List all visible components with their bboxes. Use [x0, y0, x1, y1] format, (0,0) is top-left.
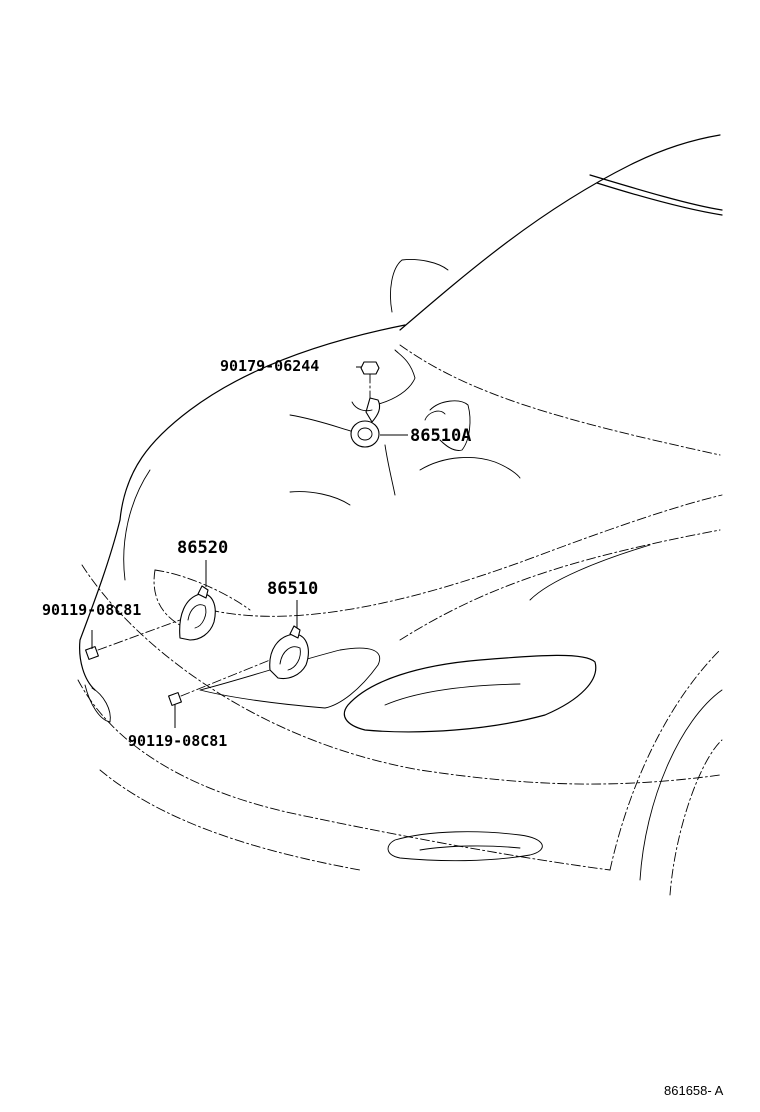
- callout-90119-08c81-left: 90119-08C81: [42, 601, 141, 619]
- callout-86510: 86510: [267, 579, 318, 599]
- illustration-reference: 861658- A: [664, 1083, 724, 1098]
- callout-86520: 86520: [177, 538, 228, 558]
- nut-90179-06244: [360, 361, 380, 399]
- leader-lines: [356, 366, 408, 436]
- bolt-left-90119-08c81: [85, 619, 181, 660]
- horn-86510: [269, 600, 309, 680]
- callout-86510a: 86510A: [410, 426, 471, 446]
- callout-90119-08c81-lower: 90119-08C81: [128, 732, 227, 750]
- horn-86510a: [350, 397, 381, 448]
- horn-86520: [179, 560, 216, 641]
- car-body-outline: [77, 134, 723, 896]
- bolt-lower-90119-08c81: [168, 659, 271, 728]
- callout-90179-06244: 90179-06244: [220, 357, 319, 375]
